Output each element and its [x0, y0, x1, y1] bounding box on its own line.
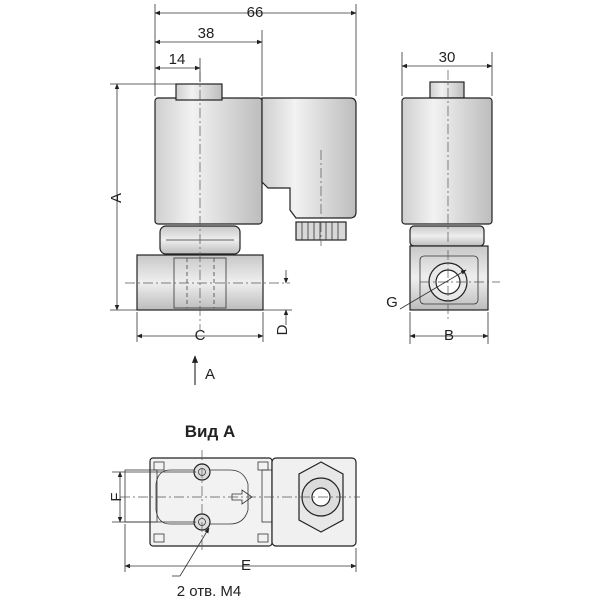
height-dimension: A [108, 83, 176, 311]
side-stem-cap [429, 81, 465, 99]
dim-g-label: G [386, 294, 398, 311]
side-width-dimension: 30 [401, 49, 493, 96]
holes-note-label: 2 отв. M4 [177, 583, 242, 600]
connector-housing [261, 97, 357, 219]
view-a-title: Вид A [185, 422, 236, 441]
cable-gland-ridges [301, 222, 339, 240]
b-dimension: B [409, 312, 489, 344]
top-dimensions: 66 38 14 [154, 4, 357, 96]
dim-d-label: D [274, 324, 291, 335]
dim-66-label: 66 [247, 4, 264, 21]
stem-cap [175, 83, 223, 101]
dim-14-label: 14 [169, 51, 186, 68]
dim-38-label: 38 [198, 25, 215, 42]
dim-f-label: F [108, 492, 125, 501]
dim-a-label: A [108, 193, 125, 203]
bottom-view [120, 450, 360, 552]
holes-note: 2 отв. M4 [172, 527, 242, 600]
side-view [401, 70, 500, 320]
valve-body [136, 254, 264, 311]
g-leader: G [386, 269, 467, 311]
side-coil [401, 97, 493, 225]
view-arrow: A [191, 355, 215, 385]
coil-body [154, 97, 263, 225]
dim-30-label: 30 [439, 49, 456, 66]
side-nut [409, 225, 485, 247]
d-dimension: D [263, 270, 292, 335]
dim-b-label: B [444, 327, 454, 344]
view-arrow-label: A [205, 366, 215, 383]
front-view [125, 72, 357, 330]
f-dimension: F [108, 471, 196, 523]
bottom-body [149, 457, 273, 547]
dim-c-label: C [195, 327, 206, 344]
e-dimension: E [124, 524, 357, 574]
c-dimension: C [136, 312, 264, 344]
dim-e-label: E [241, 557, 251, 574]
